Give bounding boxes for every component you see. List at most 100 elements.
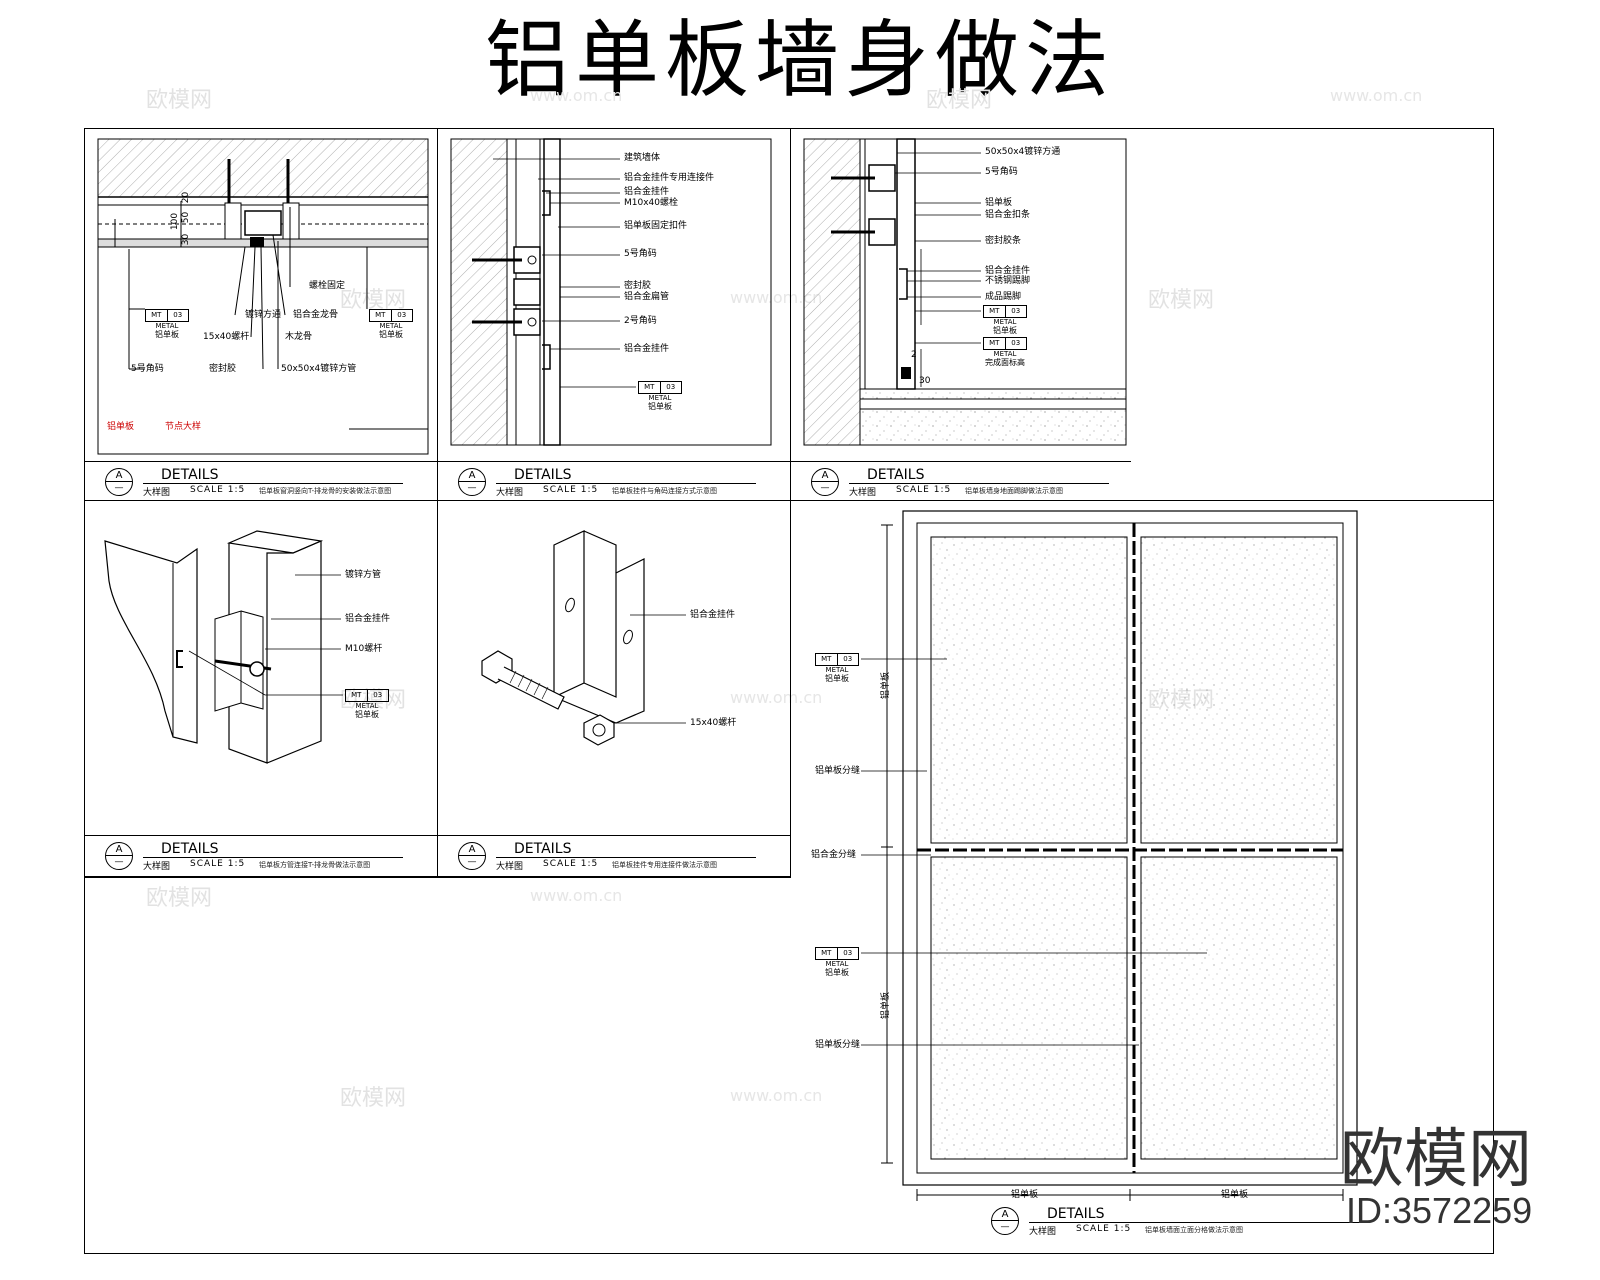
callout-label: 铝合金挂件 — [345, 614, 391, 624]
watermark-site: www.om.cn — [730, 288, 823, 307]
callout-label: 铝合金分缝 — [811, 850, 857, 860]
detail-footer: A— DETAILS 大样图 SCALE 1:5 铝单板挂件与角码连接方式示意图 — [438, 461, 791, 501]
elevation-drawing-6 — [861, 510, 1358, 1201]
details-heading: DETAILS — [1047, 1206, 1105, 1222]
horizontal-divider — [85, 877, 791, 878]
detail-subtitle: 大样图 — [849, 488, 877, 498]
watermark-logo: 欧模网 — [1340, 1123, 1532, 1197]
section-drawing-1 — [97, 138, 429, 455]
isometric-drawing-4 — [104, 530, 343, 764]
drawing-sheet: 20 50 100 30 螺栓固定 镀锌方通 铝合金龙骨 15x40螺杆 木龙骨… — [84, 128, 1494, 1254]
callout-label: 镀锌方通 — [245, 310, 282, 320]
dim-label: 30 — [919, 376, 931, 386]
details-heading: DETAILS — [161, 467, 219, 483]
callout-label: 木龙骨 — [285, 332, 313, 342]
detail-panel-3: 50x50x4镀锌方通 5号角码 铝单板 铝合金扣条 密封胶条 铝合金挂件 不锈… — [791, 129, 1493, 501]
dim-label: 2 — [911, 350, 917, 360]
callout-label: 铝合金挂件 — [985, 266, 1031, 276]
detail-panel-1: 20 50 100 30 螺栓固定 镀锌方通 铝合金龙骨 15x40螺杆 木龙骨… — [85, 129, 438, 501]
isometric-drawing-5 — [481, 530, 686, 746]
callout-label: 铝合金挂件 — [624, 187, 670, 197]
callout-label: 50x50x4镀锌方通 — [985, 147, 1061, 157]
watermark-id: ID:3572259 — [1346, 1190, 1533, 1231]
callout-label: 铝单板固定扣件 — [624, 221, 688, 231]
section-drawing-2 — [450, 138, 772, 446]
callout-label: 铝合金扁管 — [624, 292, 670, 302]
watermark-site: www.om.cn — [730, 688, 823, 707]
callout-label: 5号角码 — [131, 364, 164, 374]
dim-label: 铝单板 — [1011, 1190, 1039, 1200]
scale-label: SCALE 1:5 — [896, 485, 952, 495]
detail-bubble: A— — [105, 842, 133, 870]
detail-panel-2: 建筑墙体 铝合金挂件专用连接件 铝合金挂件 M10x40螺栓 铝单板固定扣件 5… — [438, 129, 791, 501]
callout-label: 密封胶条 — [985, 236, 1022, 246]
detail-bubble: A— — [991, 1207, 1019, 1235]
callout-label: 成品踢脚 — [985, 292, 1022, 302]
scale-label: SCALE 1:5 — [190, 859, 246, 869]
details-heading: DETAILS — [514, 841, 572, 857]
detail-subtitle: 大样图 — [496, 488, 524, 498]
scale-label: SCALE 1:5 — [1076, 1224, 1132, 1234]
dim-label: 30 — [181, 233, 192, 246]
detail-note: 铝单板窗洞竖向T-排龙骨的安装做法示意图 — [259, 487, 392, 495]
detail-subtitle: 大样图 — [1029, 1227, 1057, 1237]
scale-label: SCALE 1:5 — [543, 859, 599, 869]
watermark-site: www.om.cn — [530, 886, 623, 905]
callout-label: 铝单板分缝 — [815, 1040, 861, 1050]
callout-label: 铝合金挂件 — [624, 344, 670, 354]
callout-label: 不锈钢踢脚 — [985, 276, 1031, 286]
details-heading: DETAILS — [867, 467, 925, 483]
detail-footer: A— DETAILS 大样图 SCALE 1:5 铝单板挂件专用连接件做法示意图 — [438, 835, 791, 875]
detail-bubble: A— — [458, 842, 486, 870]
callout-label: 铝单板 — [985, 198, 1013, 208]
watermark-site: www.om.cn — [1330, 86, 1423, 105]
watermark-site: www.om.cn — [730, 1086, 823, 1105]
detail-note: 铝单板墙身地面踢脚做法示意图 — [965, 487, 1063, 495]
scale-label: SCALE 1:5 — [190, 485, 246, 495]
callout-label: 建筑墙体 — [624, 153, 661, 163]
callout-label: 铝合金扣条 — [985, 210, 1031, 220]
callout-label: 铝合金挂件专用连接件 — [624, 173, 715, 183]
callout-label: 铝合金龙骨 — [293, 310, 339, 320]
dim-label: 铝单板 — [881, 991, 892, 1020]
detail-note: 铝单板挂件与角码连接方式示意图 — [612, 487, 717, 495]
callout-label: 密封胶 — [209, 364, 237, 374]
dim-label: 100 — [170, 212, 181, 231]
detail-note: 铝单板挂件专用连接件做法示意图 — [612, 861, 717, 869]
detail-footer: A— DETAILS 大样图 SCALE 1:5 铝单板墙面立面分格做法示意图 — [971, 1201, 1491, 1241]
detail-bubble: A— — [105, 468, 133, 496]
red-note: 节点大样 — [165, 422, 202, 432]
page-title: 铝单板墙身做法 — [484, 11, 1115, 109]
detail-bubble: A— — [811, 468, 839, 496]
watermark-brand: 欧模网 — [340, 1086, 407, 1111]
callout-label: 铝合金挂件 — [690, 610, 736, 620]
callout-label: 铝单板分缝 — [815, 766, 861, 776]
watermark-brand: 欧模网 — [340, 688, 407, 713]
dim-label: 铝单板 — [881, 671, 892, 700]
callout-label: 50x50x4镀锌方管 — [281, 364, 357, 374]
detail-subtitle: 大样图 — [143, 488, 171, 498]
callout-label: M10螺杆 — [345, 644, 383, 654]
details-heading: DETAILS — [514, 467, 572, 483]
watermark-brand: 欧模网 — [146, 88, 213, 113]
callout-label: 密封胶 — [624, 281, 652, 291]
details-heading: DETAILS — [161, 841, 219, 857]
callout-label: 5号角码 — [624, 249, 657, 259]
callout-label: M10x40螺栓 — [624, 198, 678, 208]
section-drawing-3 — [803, 138, 1127, 446]
callout-label: 2号角码 — [624, 316, 657, 326]
detail-subtitle: 大样图 — [143, 862, 171, 872]
dim-label: 铝单板 — [1221, 1190, 1249, 1200]
detail-note: 铝单板墙面立面分格做法示意图 — [1145, 1226, 1243, 1234]
dim-label: 20 — [181, 191, 192, 204]
red-note: 铝单板 — [107, 422, 135, 432]
